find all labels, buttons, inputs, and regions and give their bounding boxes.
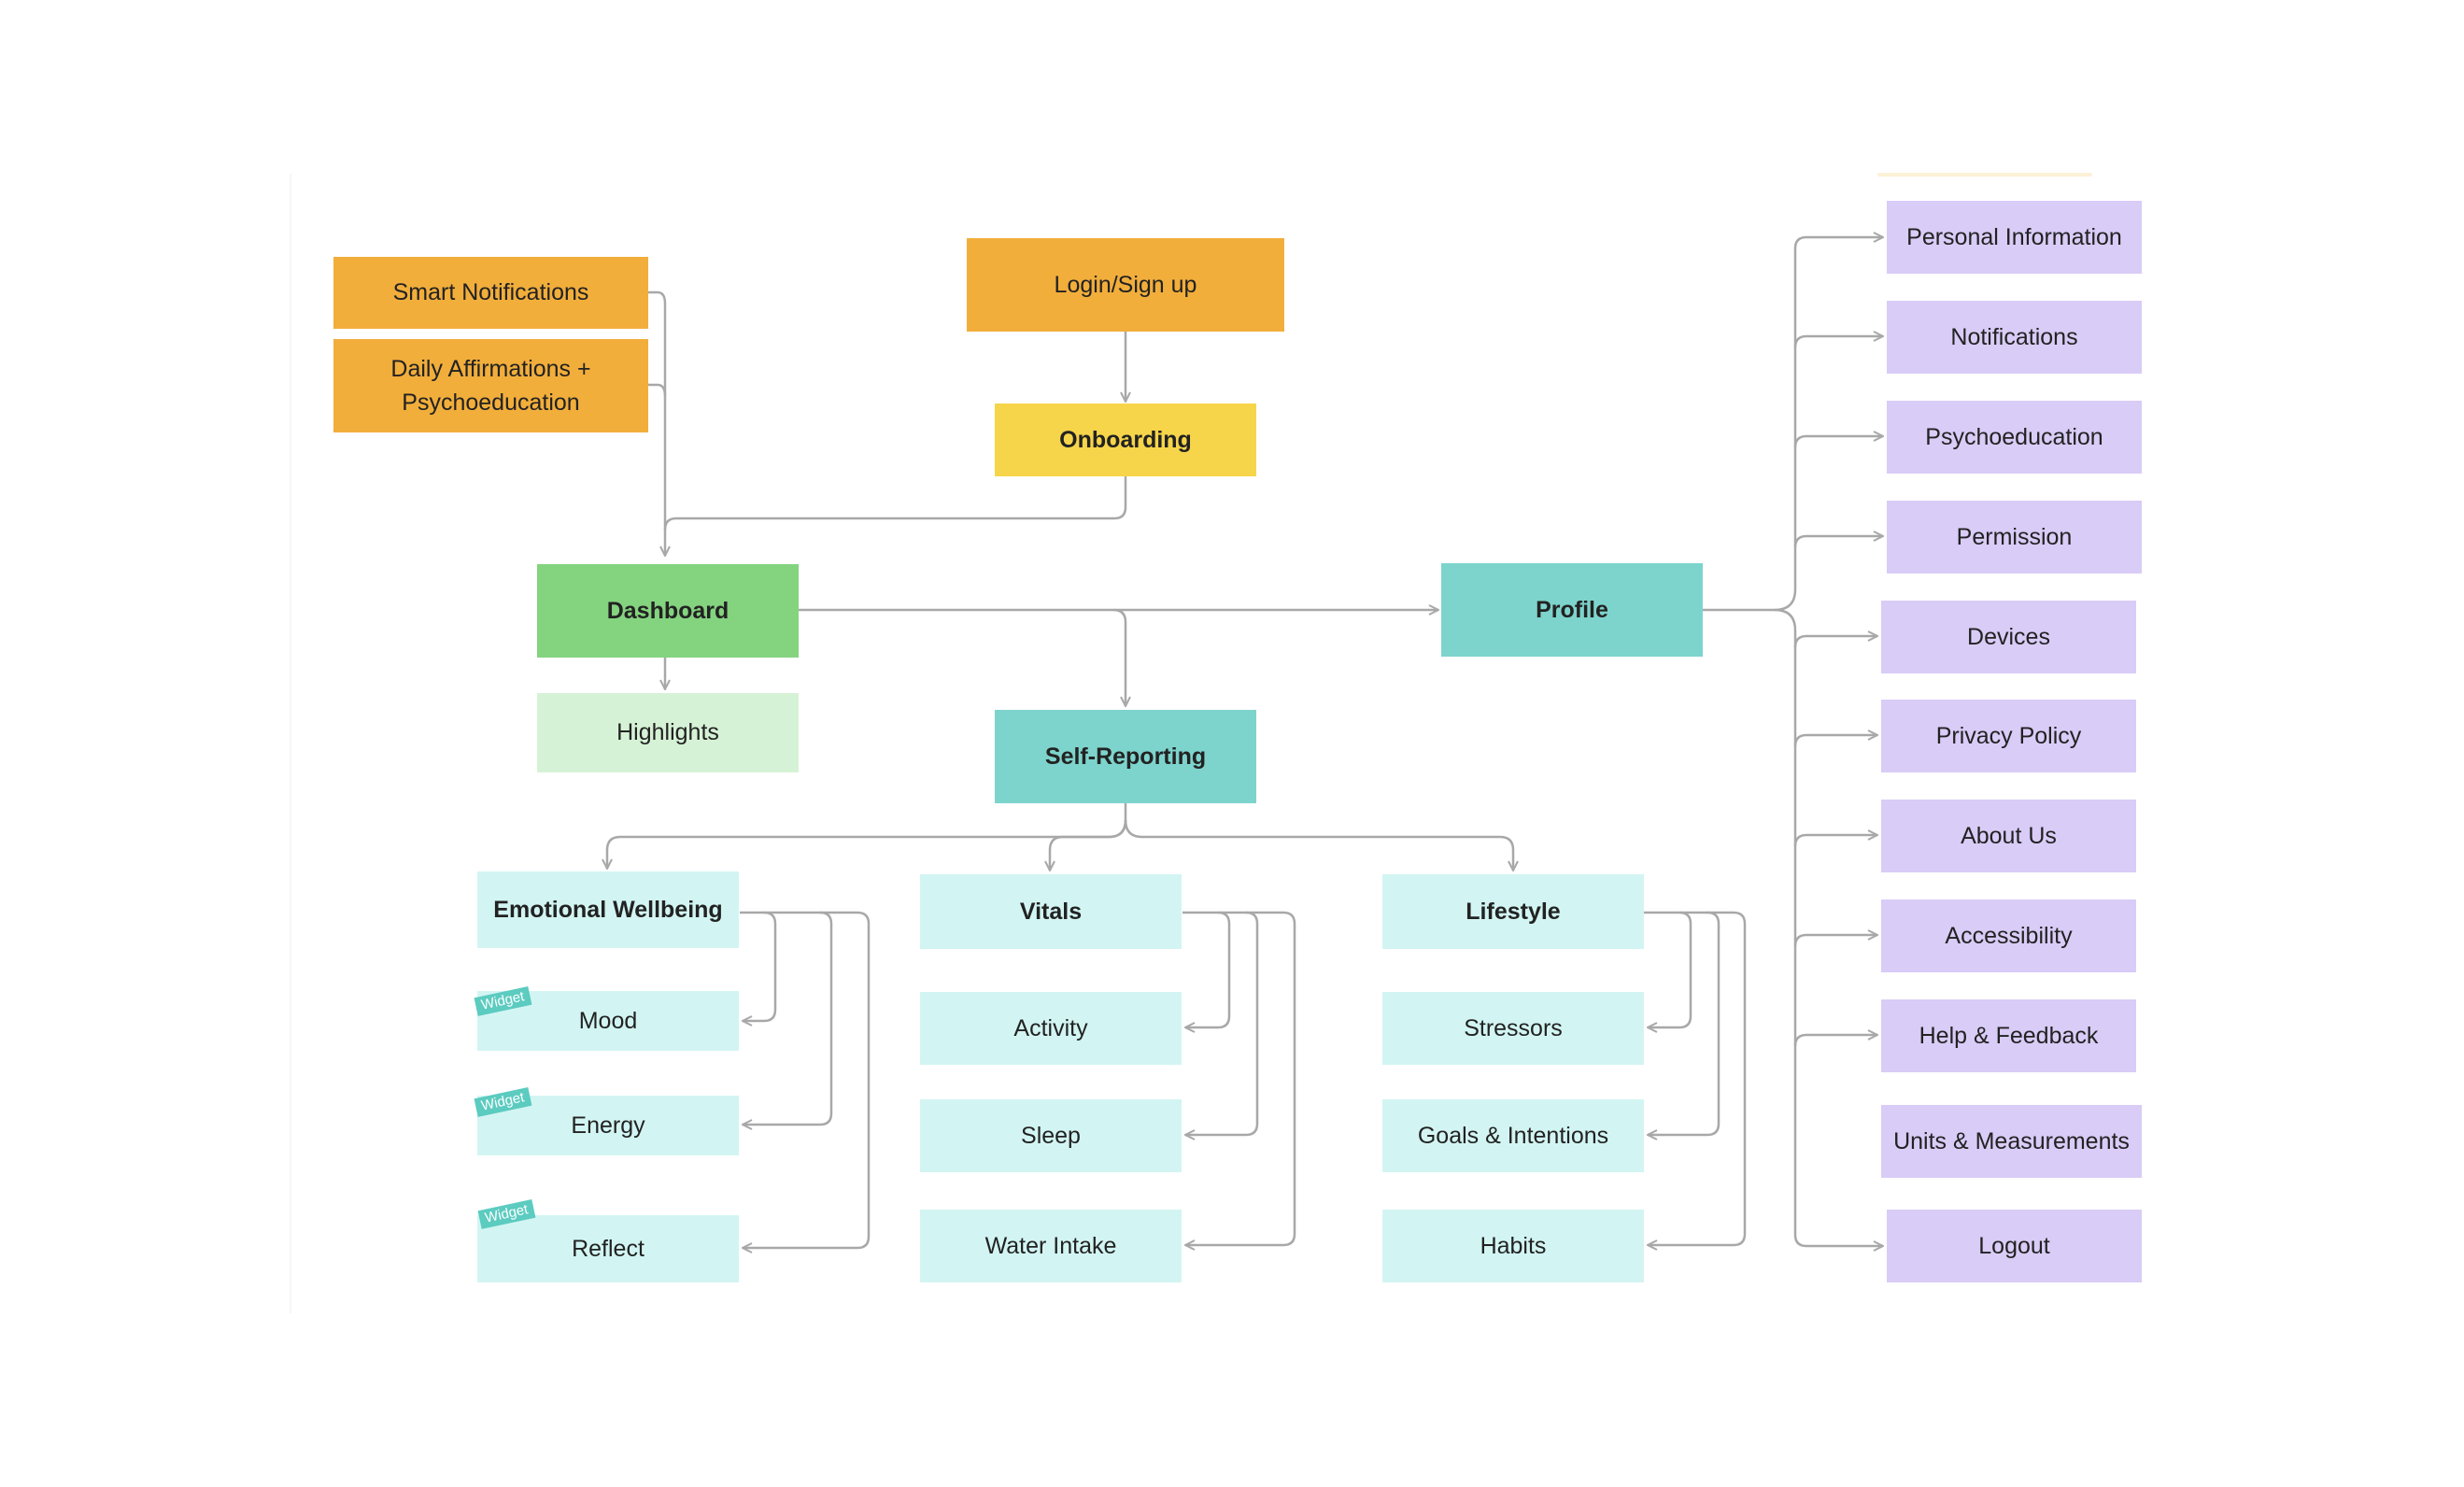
connector-profile-devices [1793,636,1877,648]
activity-label: Activity [1013,1014,1088,1041]
connector-ew-energy [743,911,833,1125]
water-intake-node[interactable]: Water Intake [920,1210,1182,1282]
profile-item-label: About Us [1961,822,2057,849]
connector-profile-top [1774,237,1883,612]
profile-item-label: Notifications [1950,323,2078,350]
mood-label: Mood [578,1007,638,1034]
daily-affirmations-node[interactable]: Daily Affirmations + Psychoeducation [333,339,648,432]
energy-label: Energy [571,1112,645,1139]
profile-node[interactable]: Profile [1441,563,1703,657]
profile-item-label: Units & Measurements [1893,1127,2130,1154]
connector-profile-about [1793,835,1877,847]
connector-profile-accessibility [1793,935,1877,947]
habits-label: Habits [1480,1232,1547,1259]
stressors-label: Stressors [1464,1014,1563,1041]
profile-item-permission[interactable]: Permission [1887,501,2142,574]
profile-item-label: Permission [1956,523,2073,550]
connector-lifestyle-stressors [1644,911,1692,1027]
connector-profile-psychoeducation [1793,436,1883,448]
dashboard-label: Dashboard [606,597,729,624]
self-reporting-node[interactable]: Self-Reporting [995,710,1256,803]
reflect-node[interactable]: Reflect [477,1215,739,1282]
login-signup-node[interactable]: Login/Sign up [967,238,1284,332]
profile-item-logout[interactable]: Logout [1887,1210,2142,1282]
profile-item-label: Privacy Policy [1935,722,2082,749]
connector-dashboard-selfreporting [1112,608,1126,706]
lifestyle-node[interactable]: Lifestyle [1382,874,1644,949]
connector-daily-affirmations [646,383,667,397]
connector-profile-notifications [1793,336,1883,348]
sleep-node[interactable]: Sleep [920,1099,1182,1172]
profile-item-privacy-policy[interactable]: Privacy Policy [1881,700,2136,772]
smart-notifications-node[interactable]: Smart Notifications [333,257,648,329]
energy-node[interactable]: Energy [477,1096,739,1155]
connector-lifestyle-habits [1648,911,1747,1245]
emotional-wellbeing-node[interactable]: Emotional Wellbeing [477,871,739,948]
login-signup-label: Login/Sign up [1054,271,1197,298]
profile-item-psychoeducation[interactable]: Psychoeducation [1887,401,2142,474]
profile-item-label: Accessibility [1945,922,2073,949]
connector-onboarding-dashboard [663,476,1127,531]
profile-item-about-us[interactable]: About Us [1881,800,2136,872]
lifestyle-label: Lifestyle [1466,898,1561,925]
profile-item-accessibility[interactable]: Accessibility [1881,899,2136,972]
smart-notifications-label: Smart Notifications [392,279,589,306]
top-accent-line [1877,173,2092,177]
connector-selfreporting-split [607,803,1127,869]
onboarding-label: Onboarding [1059,426,1192,453]
goals-intentions-node[interactable]: Goals & Intentions [1382,1099,1644,1172]
sleep-label: Sleep [1021,1122,1081,1149]
connector-vitals-activity [1182,911,1231,1027]
connector-profile-trunk [1702,608,1883,1246]
profile-item-label: Logout [1978,1232,2050,1259]
habits-node[interactable]: Habits [1382,1210,1644,1282]
board-edge [290,174,291,1313]
profile-item-label: Psychoeducation [1925,423,2103,450]
connector-profile-help [1793,1035,1877,1047]
profile-item-label: Personal Information [1906,223,2122,250]
profile-item-label: Devices [1967,623,2050,650]
stressors-node[interactable]: Stressors [1382,992,1644,1065]
vitals-label: Vitals [1019,898,1083,925]
vitals-node[interactable]: Vitals [920,874,1182,949]
connector-profile-privacy [1793,735,1877,747]
profile-label: Profile [1536,596,1608,623]
activity-node[interactable]: Activity [920,992,1182,1065]
profile-item-personal-information[interactable]: Personal Information [1887,201,2142,274]
connector-profile-permission [1793,536,1883,548]
highlights-label: Highlights [616,719,719,746]
water-intake-label: Water Intake [984,1232,1117,1259]
profile-item-label: Help & Feedback [1919,1022,2099,1049]
connector-ew-reflect [743,911,871,1248]
profile-item-notifications[interactable]: Notifications [1887,301,2142,374]
connector-lifestyle-goals [1648,911,1721,1135]
connector-ew-mood [740,911,777,1021]
connector-smart-notifications [646,290,665,556]
highlights-node[interactable]: Highlights [537,693,799,772]
goals-intentions-label: Goals & Intentions [1417,1122,1609,1149]
connector-vitals-water [1185,911,1296,1245]
profile-item-help-feedback[interactable]: Help & Feedback [1881,999,2136,1072]
connector-vitals-sleep [1185,911,1259,1135]
reflect-label: Reflect [572,1235,644,1262]
emotional-wellbeing-label: Emotional Wellbeing [493,896,723,923]
self-reporting-label: Self-Reporting [1044,743,1207,770]
dashboard-node[interactable]: Dashboard [537,564,799,658]
daily-affirmations-label: Daily Affirmations + Psychoeducation [390,355,591,416]
onboarding-node[interactable]: Onboarding [995,404,1256,476]
connector-selfreporting-lifestyle [1124,819,1513,871]
profile-item-devices[interactable]: Devices [1881,601,2136,673]
profile-item-units-measurements[interactable]: Units & Measurements [1881,1105,2142,1178]
connector-selfreporting-vitals [1050,819,1127,871]
